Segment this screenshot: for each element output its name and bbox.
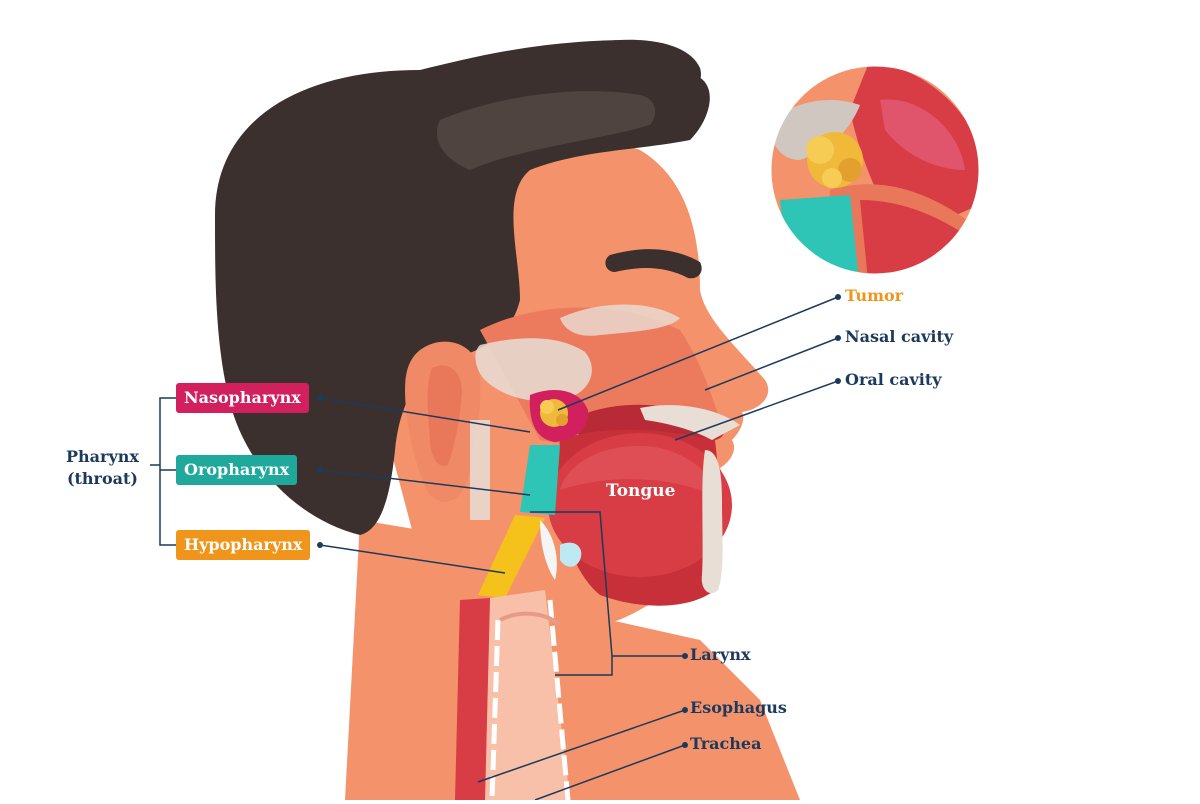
- pharynx-line1: Pharynx: [66, 447, 139, 466]
- nasopharynx-leader: [319, 397, 531, 433]
- tongue-highlight: [560, 445, 720, 500]
- larynx-label: Larynx: [690, 645, 751, 664]
- larynx-bracket: [530, 511, 685, 676]
- trachea-leader: [534, 744, 686, 801]
- hair-top-flip: [600, 39, 701, 92]
- trachea-rings: [489, 599, 571, 801]
- trachea-tube: [485, 590, 570, 800]
- nasopharynx-tag: Nasopharynx: [176, 383, 309, 413]
- oral-cavity-leader: [674, 380, 839, 441]
- sinus-bone-2: [560, 304, 680, 336]
- esophagus-leader: [477, 709, 686, 783]
- tumor-zoom-circle: [770, 65, 980, 275]
- lower-jaw-bone: [701, 450, 723, 594]
- esophagus-tube: [455, 598, 490, 800]
- oropharynx-leader: [319, 469, 531, 496]
- hypopharynx-leader: [319, 544, 506, 574]
- eyebrow: [605, 249, 702, 279]
- oropharynx-tube: [520, 445, 560, 515]
- tumor-large: [806, 132, 863, 188]
- zoom-circle-outline: [768, 63, 982, 277]
- tumor-small: [540, 399, 568, 427]
- pharynx-line2: (throat): [66, 469, 138, 488]
- leader-lines: [150, 296, 839, 801]
- spine: [470, 420, 490, 520]
- upper-jaw-bone: [640, 405, 740, 440]
- epiglottis: [540, 520, 557, 580]
- tongue-label: Tongue: [606, 481, 676, 501]
- nasal-cavity-label: Nasal cavity: [845, 327, 954, 346]
- esophagus-label: Esophagus: [690, 698, 787, 717]
- tumor-leader: [557, 296, 839, 411]
- oral-cavity-label: Oral cavity: [845, 370, 942, 389]
- pharynx-label: Pharynx (throat): [66, 446, 139, 490]
- leader-dots: [317, 294, 841, 748]
- trachea-inner-fold: [499, 611, 562, 627]
- hair-highlight: [436, 91, 656, 170]
- nasal-cavity-leader: [704, 337, 839, 391]
- larynx-bump: [560, 542, 582, 567]
- pharynx-bracket: [150, 397, 176, 546]
- sinus-bone: [475, 338, 592, 402]
- inner-ear: [427, 365, 462, 466]
- hypopharynx-tube: [478, 515, 545, 598]
- trachea-label: Trachea: [690, 734, 762, 753]
- hypopharynx-tag: Hypopharynx: [176, 530, 311, 560]
- oropharynx-tag: Oropharynx: [176, 455, 298, 485]
- tumor-label: Tumor: [845, 286, 904, 305]
- hair: [215, 40, 710, 535]
